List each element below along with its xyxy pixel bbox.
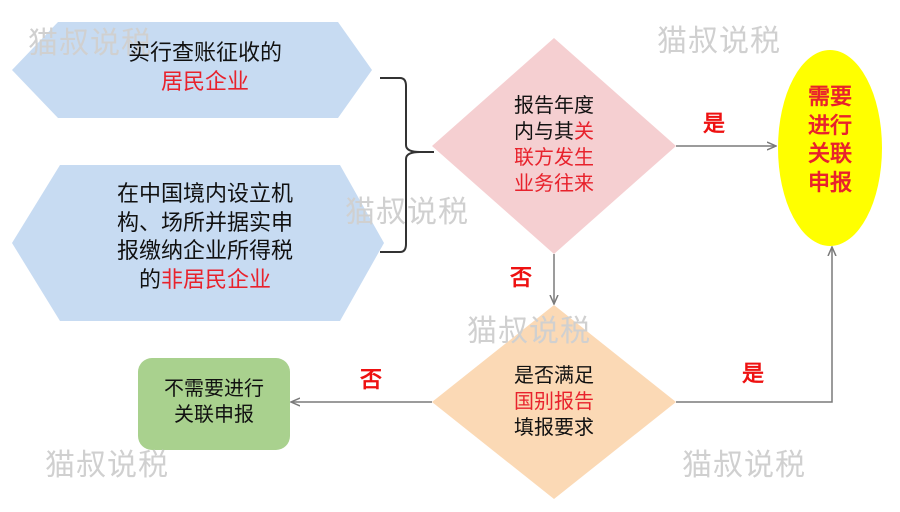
label-yes-top: 是: [703, 112, 726, 137]
hex-nonresident-line4: 的非居民企业: [60, 267, 350, 296]
hexagon-nonresident-enterprise: [12, 165, 384, 321]
diamond1-line2: 内与其关: [494, 118, 614, 144]
diamond1-line1: 报告年度: [514, 93, 594, 117]
hex-nonresident-line2: 构、场所并据实申: [116, 210, 293, 236]
diamond-related-transactions: [432, 38, 676, 254]
diamond2-line3: 填报要求: [514, 415, 594, 439]
hex-resident-text: 实行查账征收的 居民企业: [70, 40, 340, 97]
no-report-line2: 关联申报: [174, 402, 254, 426]
ellipse-need-report: [778, 50, 882, 246]
hex-nonresident-line1: 在中国境内设立机: [116, 182, 293, 207]
diamond-cbc-text: 是否满足 国别报告 填报要求: [494, 362, 614, 440]
watermark-top-right: 猫叔说税: [657, 24, 781, 59]
diamond2-line2: 国别报告: [514, 389, 594, 413]
hex-nonresident-line3: 报缴纳企业所得税: [116, 239, 293, 265]
no-report-line1: 不需要进行: [164, 376, 264, 400]
hex-resident-line1: 实行查账征收的: [127, 41, 282, 66]
diamond1-line4: 业务往来: [514, 171, 594, 195]
ellipse-line1: 需要: [807, 85, 852, 110]
watermark-top-left: 猫叔说税: [28, 26, 152, 61]
diamond2-line1: 是否满足: [514, 363, 594, 387]
watermark-bottom-right: 猫叔说税: [682, 448, 806, 483]
diamond1-line3: 联方发生: [514, 145, 594, 169]
hex-nonresident-line4-black: 的: [138, 267, 161, 293]
hexagon-resident-enterprise: [12, 22, 372, 118]
no-report-text: 不需要进行 关联申报: [138, 375, 290, 427]
label-yes-right: 是: [742, 362, 765, 387]
label-no-mid: 否: [510, 266, 533, 291]
hex-nonresident-text: 在中国境内设立机 构、场所并据实申 报缴纳企业所得税 的非居民企业: [60, 181, 350, 295]
diamond1-line2-black: 内与其: [514, 119, 574, 143]
label-no-left: 否: [360, 368, 383, 393]
ellipse-line3: 关联: [807, 142, 852, 168]
ellipse-line4: 申报: [807, 170, 852, 196]
watermark-mid: 猫叔说税: [467, 314, 591, 349]
hex-nonresident-line4-red: 非居民企业: [161, 267, 272, 293]
ellipse-text: 需要 进行 关联 申报: [790, 84, 870, 198]
diamond1-line2-red: 关: [574, 119, 594, 143]
watermark-bottom-left: 猫叔说税: [45, 448, 169, 483]
ellipse-line2: 进行: [807, 113, 852, 139]
diamond-cbc-requirements: [432, 305, 676, 499]
diamond-related-text: 报告年度 内与其关 联方发生 业务往来: [494, 92, 614, 196]
arrow-diamond2-to-ellipse: [676, 248, 832, 403]
watermark-center: 猫叔说税: [345, 195, 469, 230]
hex-resident-line2: 居民企业: [160, 69, 249, 95]
box-no-report: [138, 358, 290, 450]
